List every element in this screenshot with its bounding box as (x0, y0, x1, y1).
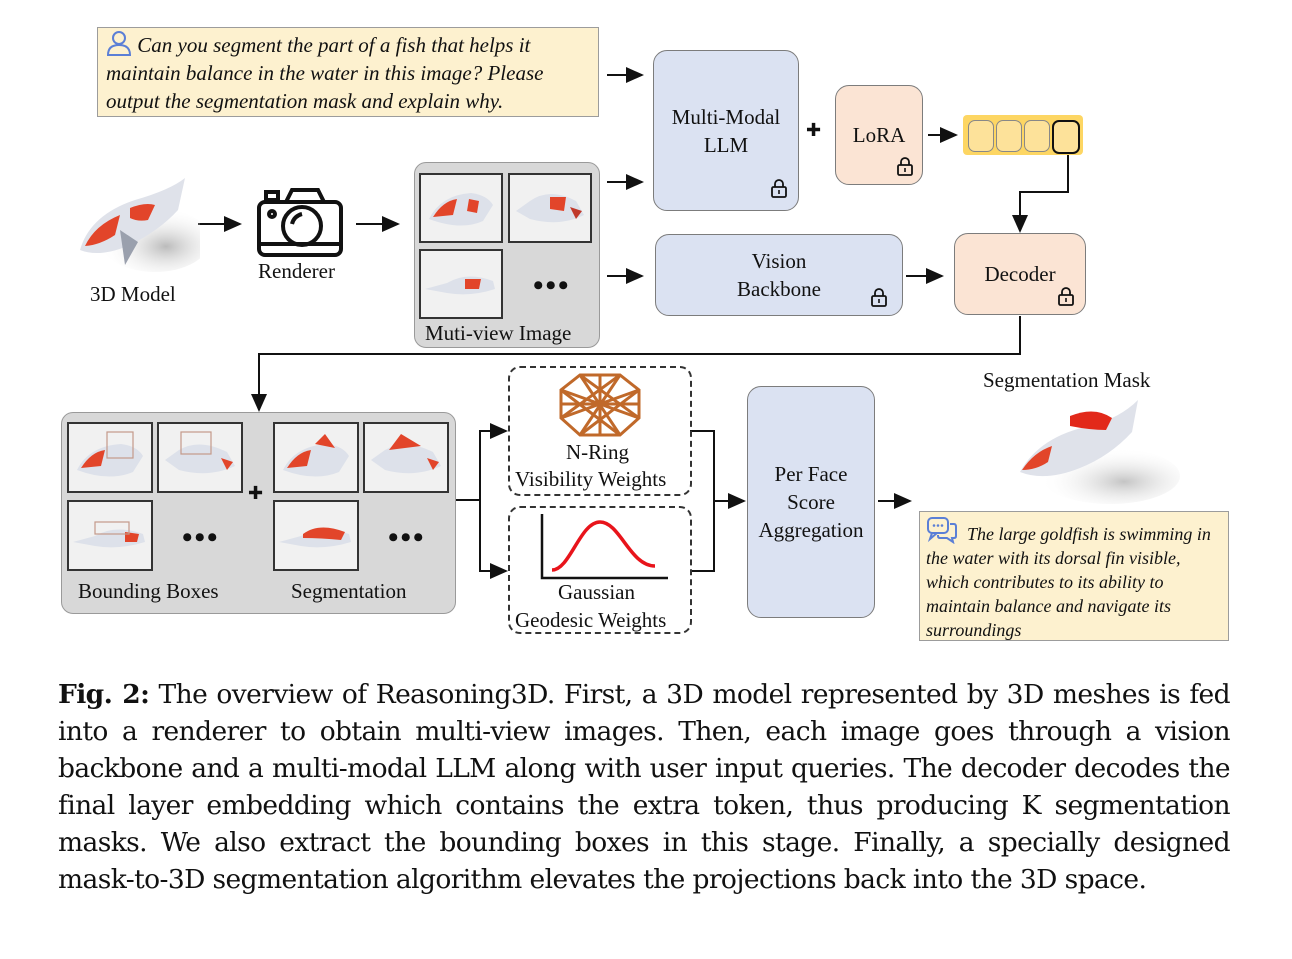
gaussian-geodesic-box: Gaussian Geodesic Weights (508, 506, 692, 634)
chat-icon (927, 517, 957, 545)
multiview-label: Muti-view Image (425, 321, 572, 345)
vision-backbone-module: Vision Backbone (655, 234, 903, 316)
bbox-label: Bounding Boxes (78, 579, 219, 603)
nring-label-line1: N-Ring (566, 440, 629, 464)
llm-label-line1: Multi-Modal (671, 104, 781, 129)
bbox-segmentation-panel: ••• ✚ ••• Bounding Boxes Segmentation (61, 412, 456, 614)
token-sequence (963, 115, 1083, 155)
lock-icon (871, 288, 887, 307)
user-query-note: Can you segment the part of a fish that … (97, 27, 599, 117)
segmented-fish-output (1000, 396, 1180, 506)
segmentation-thumbnail (273, 422, 359, 493)
token (968, 120, 994, 152)
gaussian-curve-icon (540, 514, 668, 580)
user-icon (106, 31, 132, 56)
token (1024, 120, 1050, 152)
lock-icon (1058, 287, 1074, 306)
more-bboxes-ellipsis: ••• (182, 521, 220, 554)
segmentation-label: Segmentation (291, 579, 407, 603)
nring-visibility-box: N-Ring Visibility Weights (508, 366, 692, 496)
llm-label-line2: LLM (703, 132, 749, 157)
decoder-label: Decoder (984, 262, 1056, 286)
lock-icon (771, 179, 787, 198)
token (996, 120, 1022, 152)
lora-label: LoRA (852, 123, 906, 147)
plus-icon: ✚ (248, 483, 264, 503)
plus-icon: ✚ (806, 120, 822, 140)
gauss-label-line1: Gaussian (558, 580, 635, 604)
caption-text: The overview of Reasoning3D. First, a 3D… (58, 679, 1231, 895)
decoder-module: Decoder (954, 233, 1086, 315)
gauss-label-line2: Geodesic Weights (515, 608, 667, 632)
camera-icon (256, 186, 344, 258)
model-label: 3D Model (90, 282, 176, 306)
agg-label-line2: Score (787, 490, 835, 514)
segmentation-mask-label: Segmentation Mask (983, 368, 1151, 392)
renderer-label: Renderer (258, 259, 335, 283)
answer-text: The large goldfish is swimming in the wa… (926, 524, 1211, 640)
more-views-ellipsis: ••• (533, 269, 571, 302)
view-thumbnail (419, 249, 503, 319)
mesh-icon (559, 373, 641, 437)
user-query-text: Can you segment the part of a fish that … (106, 33, 544, 113)
bbox-thumbnail (67, 500, 153, 571)
agg-label-line1: Per Face (774, 462, 848, 486)
caption-label: Fig. 2: (58, 679, 150, 710)
view-thumbnail (419, 173, 503, 243)
nring-label-line2: Visibility Weights (515, 467, 667, 491)
multimodal-llm-module: Multi-Modal LLM (653, 50, 799, 211)
lock-icon (897, 157, 913, 176)
segmentation-thumbnail (273, 500, 359, 571)
seg-token (1052, 120, 1080, 154)
segmentation-thumbnail (363, 422, 449, 493)
per-face-score-aggregation-module: Per Face Score Aggregation (747, 386, 875, 618)
figure-caption: Fig. 2: The overview of Reasoning3D. Fir… (58, 676, 1231, 898)
lora-module: LoRA (835, 85, 923, 185)
vision-label-line2: Backbone (737, 277, 821, 301)
bbox-thumbnail (67, 422, 153, 493)
answer-note: The large goldfish is swimming in the wa… (919, 511, 1229, 641)
agg-label-line3: Aggregation (758, 518, 864, 542)
bbox-thumbnail (157, 422, 243, 493)
view-thumbnail (508, 173, 592, 243)
fish-3d-model (60, 170, 210, 280)
multiview-panel: ••• Muti-view Image (414, 162, 600, 348)
vision-label-line1: Vision (751, 249, 807, 273)
more-segmentations-ellipsis: ••• (388, 521, 426, 554)
